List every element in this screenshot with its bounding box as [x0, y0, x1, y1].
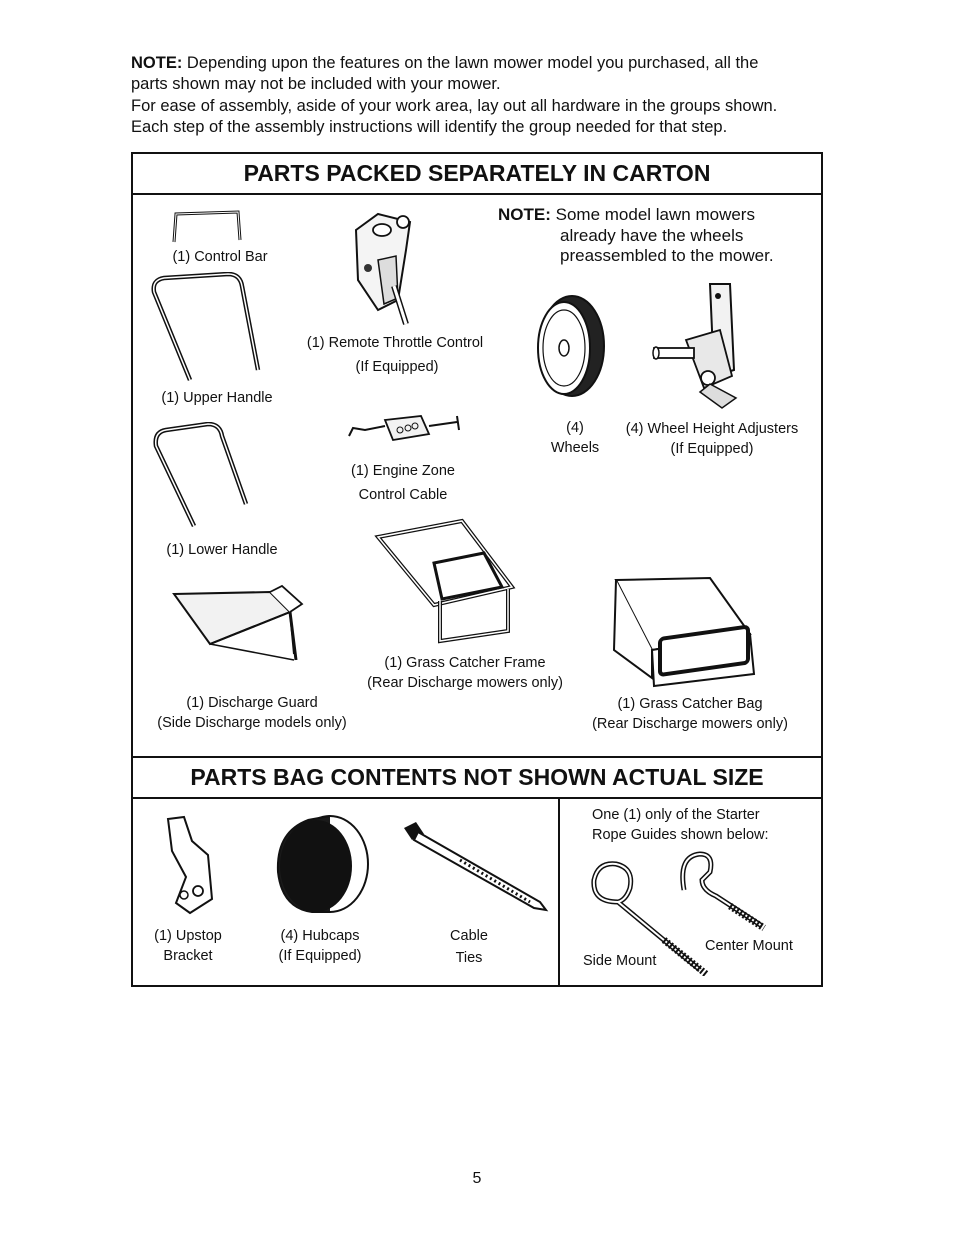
parts-bag-title: PARTS BAG CONTENTS NOT SHOWN ACTUAL SIZE [131, 756, 823, 799]
wheels-note: NOTE: Some model lawn mowers already hav… [498, 205, 774, 265]
hubcap-illustration [276, 815, 369, 913]
remote-throttle-illustration [354, 212, 412, 325]
engine-zone-label-2: Control Cable [358, 487, 448, 503]
remote-throttle-label: (1) Remote Throttle Control [306, 335, 484, 351]
grass-catcher-frame-illustration [374, 518, 516, 644]
lower-handle-illustration [153, 422, 249, 527]
hubcaps-label: (4) Hubcaps [280, 928, 360, 944]
side-mount-label: Side Mount [583, 953, 657, 969]
cable-ties-label: Cable [450, 928, 488, 944]
upstop-bracket-illustration [166, 815, 214, 915]
upper-handle-illustration [151, 272, 261, 381]
intro-note: NOTE: Depending upon the features on the… [131, 54, 759, 93]
cable-ties-label-2: Ties [455, 950, 483, 966]
grass-catcher-frame-label: (1) Grass Catcher Frame [384, 655, 546, 671]
carton-title: PARTS PACKED SEPARATELY IN CARTON [131, 152, 823, 195]
grass-catcher-bag-label-2: (Rear Discharge mowers only) [592, 716, 788, 732]
parts-bag-divider [558, 798, 560, 986]
lower-handle-label: (1) Lower Handle [166, 542, 278, 558]
intro-layout: For ease of assembly, aside of your work… [131, 97, 778, 136]
hubcaps-label-2: (If Equipped) [278, 948, 362, 964]
upstop-bracket-label: (1) Upstop [154, 928, 222, 944]
control-bar-illustration [172, 210, 242, 243]
wheel-height-adjusters-label-2: (If Equipped) [670, 441, 754, 457]
center-mount-rope-guide-illustration [680, 851, 766, 931]
page-number: 5 [472, 1170, 482, 1187]
engine-zone-cable-illustration [348, 415, 460, 442]
discharge-guard-label-2: (Side Discharge models only) [157, 715, 347, 731]
wheels-label: (4) [566, 420, 584, 436]
wheels-label-2: Wheels [550, 440, 600, 456]
center-mount-label: Center Mount [705, 938, 793, 954]
wheel-height-adjusters-label: (4) Wheel Height Adjusters [625, 421, 799, 437]
grass-catcher-bag-label: (1) Grass Catcher Bag [617, 696, 763, 712]
cable-tie-illustration [404, 822, 549, 912]
side-mount-rope-guide-illustration [591, 861, 709, 976]
intro-notes: NOTE: Depending upon the features on the… [131, 53, 831, 139]
grass-catcher-frame-label-2: (Rear Discharge mowers only) [367, 675, 563, 691]
upstop-bracket-label-2: Bracket [163, 948, 213, 964]
upper-handle-label: (1) Upper Handle [161, 390, 273, 406]
wheel-height-adjuster-illustration [652, 283, 738, 409]
control-bar-label: (1) Control Bar [172, 249, 268, 265]
remote-throttle-label-2: (If Equipped) [355, 359, 439, 375]
grass-catcher-bag-illustration [612, 576, 756, 688]
wheel-illustration [537, 295, 605, 397]
discharge-guard-label: (1) Discharge Guard [186, 695, 318, 711]
discharge-guard-illustration [172, 584, 304, 661]
engine-zone-label: (1) Engine Zone [351, 463, 455, 479]
